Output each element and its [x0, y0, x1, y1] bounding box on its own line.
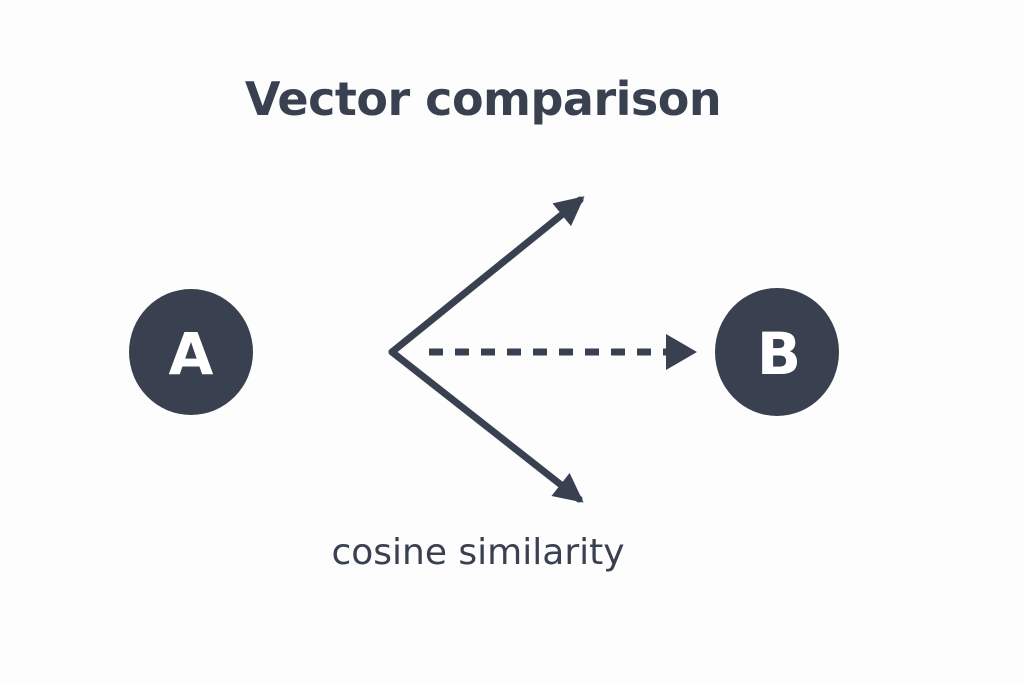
comparison-arrowhead	[666, 334, 697, 370]
node-a: A	[129, 289, 253, 415]
node-a-circle	[129, 289, 253, 415]
node-b: B	[715, 288, 839, 416]
node-a-label: A	[169, 320, 214, 388]
upper-vector-arrow	[388, 196, 585, 356]
lower-vector-arrow	[388, 348, 584, 503]
node-b-label: B	[757, 320, 801, 388]
node-b-circle	[715, 288, 839, 416]
diagram-caption: cosine similarity	[331, 532, 625, 573]
diagram-title: Vector comparison	[244, 72, 722, 126]
